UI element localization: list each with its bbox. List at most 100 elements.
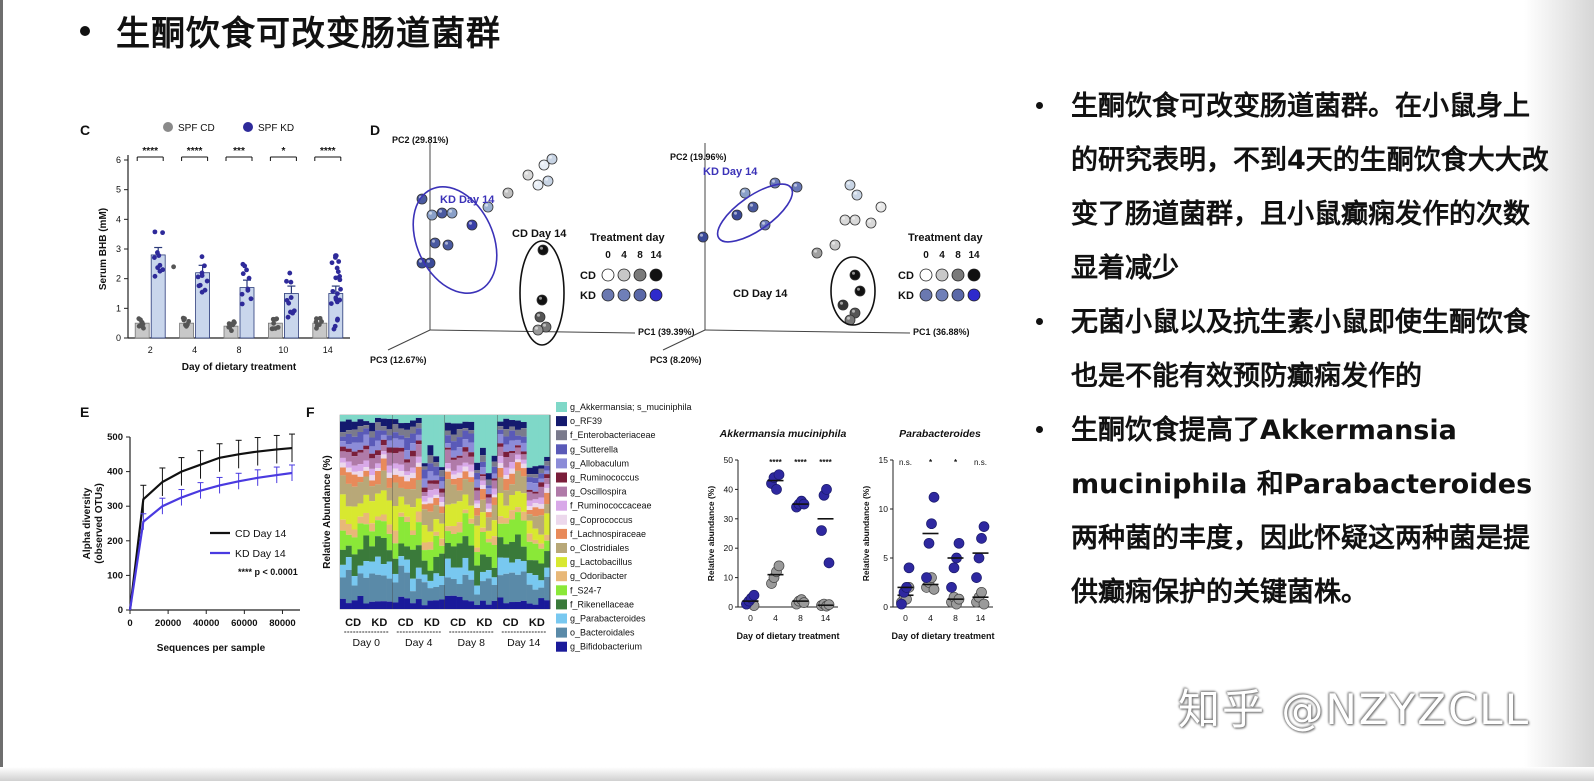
day-label: Day 8: [458, 637, 486, 649]
stacked-segment: [345, 448, 352, 452]
stacked-segment: [450, 474, 457, 479]
data-point-kd: [896, 598, 907, 610]
group-label: CD: [398, 617, 414, 629]
stacked-segment: [497, 415, 504, 422]
stacked-segment: [445, 595, 452, 609]
stacked-segment: [345, 545, 352, 558]
data-point-kd: [239, 291, 245, 297]
pt-cd: [829, 239, 841, 251]
stacked-segment: [515, 507, 522, 513]
point-highlight: [419, 259, 422, 263]
stacked-segment: [468, 482, 475, 506]
stacked-segment: [439, 538, 446, 546]
stacked-segment: [462, 513, 469, 537]
stacked-segment: [485, 517, 492, 531]
taxon-swatch: [556, 514, 567, 525]
stacked-segment: [515, 601, 522, 609]
point-highlight: [540, 246, 543, 250]
stacked-segment: [380, 439, 387, 446]
stacked-segment: [375, 430, 382, 441]
stacked-segment: [427, 483, 434, 491]
data-point-kd: [334, 299, 340, 305]
stacked-segment: [340, 577, 347, 599]
stacked-segment: [363, 561, 370, 578]
y-tick-label: 300: [107, 501, 123, 512]
stacked-segment: [357, 549, 364, 566]
stacked-segment: [462, 494, 469, 510]
stacked-segment: [497, 477, 504, 494]
stacked-segment: [497, 421, 504, 427]
stacked-segment: [380, 514, 387, 522]
significance-label: ****: [819, 458, 832, 467]
stacked-segment: [480, 600, 487, 609]
x-tick-label: 8: [236, 345, 241, 355]
stacked-segment: [480, 554, 487, 572]
stacked-segment: [485, 503, 492, 509]
significance-label: n.s.: [974, 458, 987, 467]
x-tick-label: 40000: [193, 618, 219, 629]
data-point-kd: [773, 469, 785, 481]
stacked-segment: [340, 421, 347, 433]
stacked-segment: [491, 584, 498, 601]
stacked-segment: [357, 471, 364, 477]
stacked-segment: [474, 515, 481, 526]
x-tick-label: 80000: [269, 618, 295, 629]
day-label: Day 0: [353, 637, 381, 649]
stacked-segment: [503, 429, 510, 437]
stacked-segment: [427, 503, 434, 512]
pc1-axis: [704, 329, 911, 334]
point-highlight: [878, 203, 881, 207]
stacked-segment: [415, 462, 422, 467]
cd-cluster-ellipse: [830, 256, 876, 326]
stacked-segment: [544, 567, 551, 577]
pt-cd: [542, 175, 554, 187]
stacked-segment: [404, 546, 411, 560]
point-highlight: [445, 241, 448, 245]
stacked-segment: [415, 479, 422, 499]
legend-marker: [617, 268, 631, 282]
data-point-kd: [748, 589, 760, 601]
stacked-segment: [520, 511, 527, 521]
series-line-cd: [128, 446, 293, 611]
stacked-segment: [421, 487, 428, 492]
data-point-kd: [948, 562, 960, 574]
stacked-segment: [462, 421, 469, 429]
stacked-segment: [392, 474, 399, 483]
stacked-segment: [363, 449, 370, 461]
data-point-kd: [334, 265, 340, 271]
slide-title: 生酮饮食可改变肠道菌群: [80, 6, 501, 55]
data-point-kd: [978, 521, 990, 532]
taxon-swatch: [556, 528, 567, 539]
kd-cluster-ellipse: [716, 183, 794, 243]
pt-cd: [865, 217, 877, 229]
y-axis-label: Relative Abundance (%): [322, 455, 333, 569]
stacked-segment: [520, 571, 527, 601]
stacked-segment: [410, 456, 417, 468]
significance-label: ****: [142, 146, 158, 157]
data-point-kd: [248, 296, 254, 302]
stacked-segment: [462, 447, 469, 452]
cd-cluster-label: CD Day 14: [512, 228, 567, 240]
stacked-segment: [480, 485, 487, 490]
stacked-segment: [503, 478, 510, 491]
data-point-cd: [171, 264, 176, 270]
kd-cluster-label: KD Day 14: [703, 166, 758, 178]
stacked-segment: [439, 545, 446, 554]
stacked-segment: [345, 483, 352, 507]
stacked-segment: [357, 516, 364, 524]
stacked-segment: [433, 483, 440, 489]
stacked-segment: [363, 603, 370, 609]
stacked-segment: [340, 475, 347, 495]
stacked-segment: [421, 466, 428, 470]
stacked-segment: [474, 479, 481, 488]
stacked-segment: [485, 530, 492, 539]
stacked-segment: [369, 601, 376, 609]
stacked-segment: [351, 585, 358, 601]
stacked-segment: [468, 570, 475, 580]
stacked-segment: [462, 415, 469, 422]
stacked-segment: [503, 523, 510, 545]
x-axis-label: Sequences per sample: [157, 643, 266, 654]
stacked-segment: [433, 505, 440, 520]
stacked-segment: [404, 462, 411, 472]
